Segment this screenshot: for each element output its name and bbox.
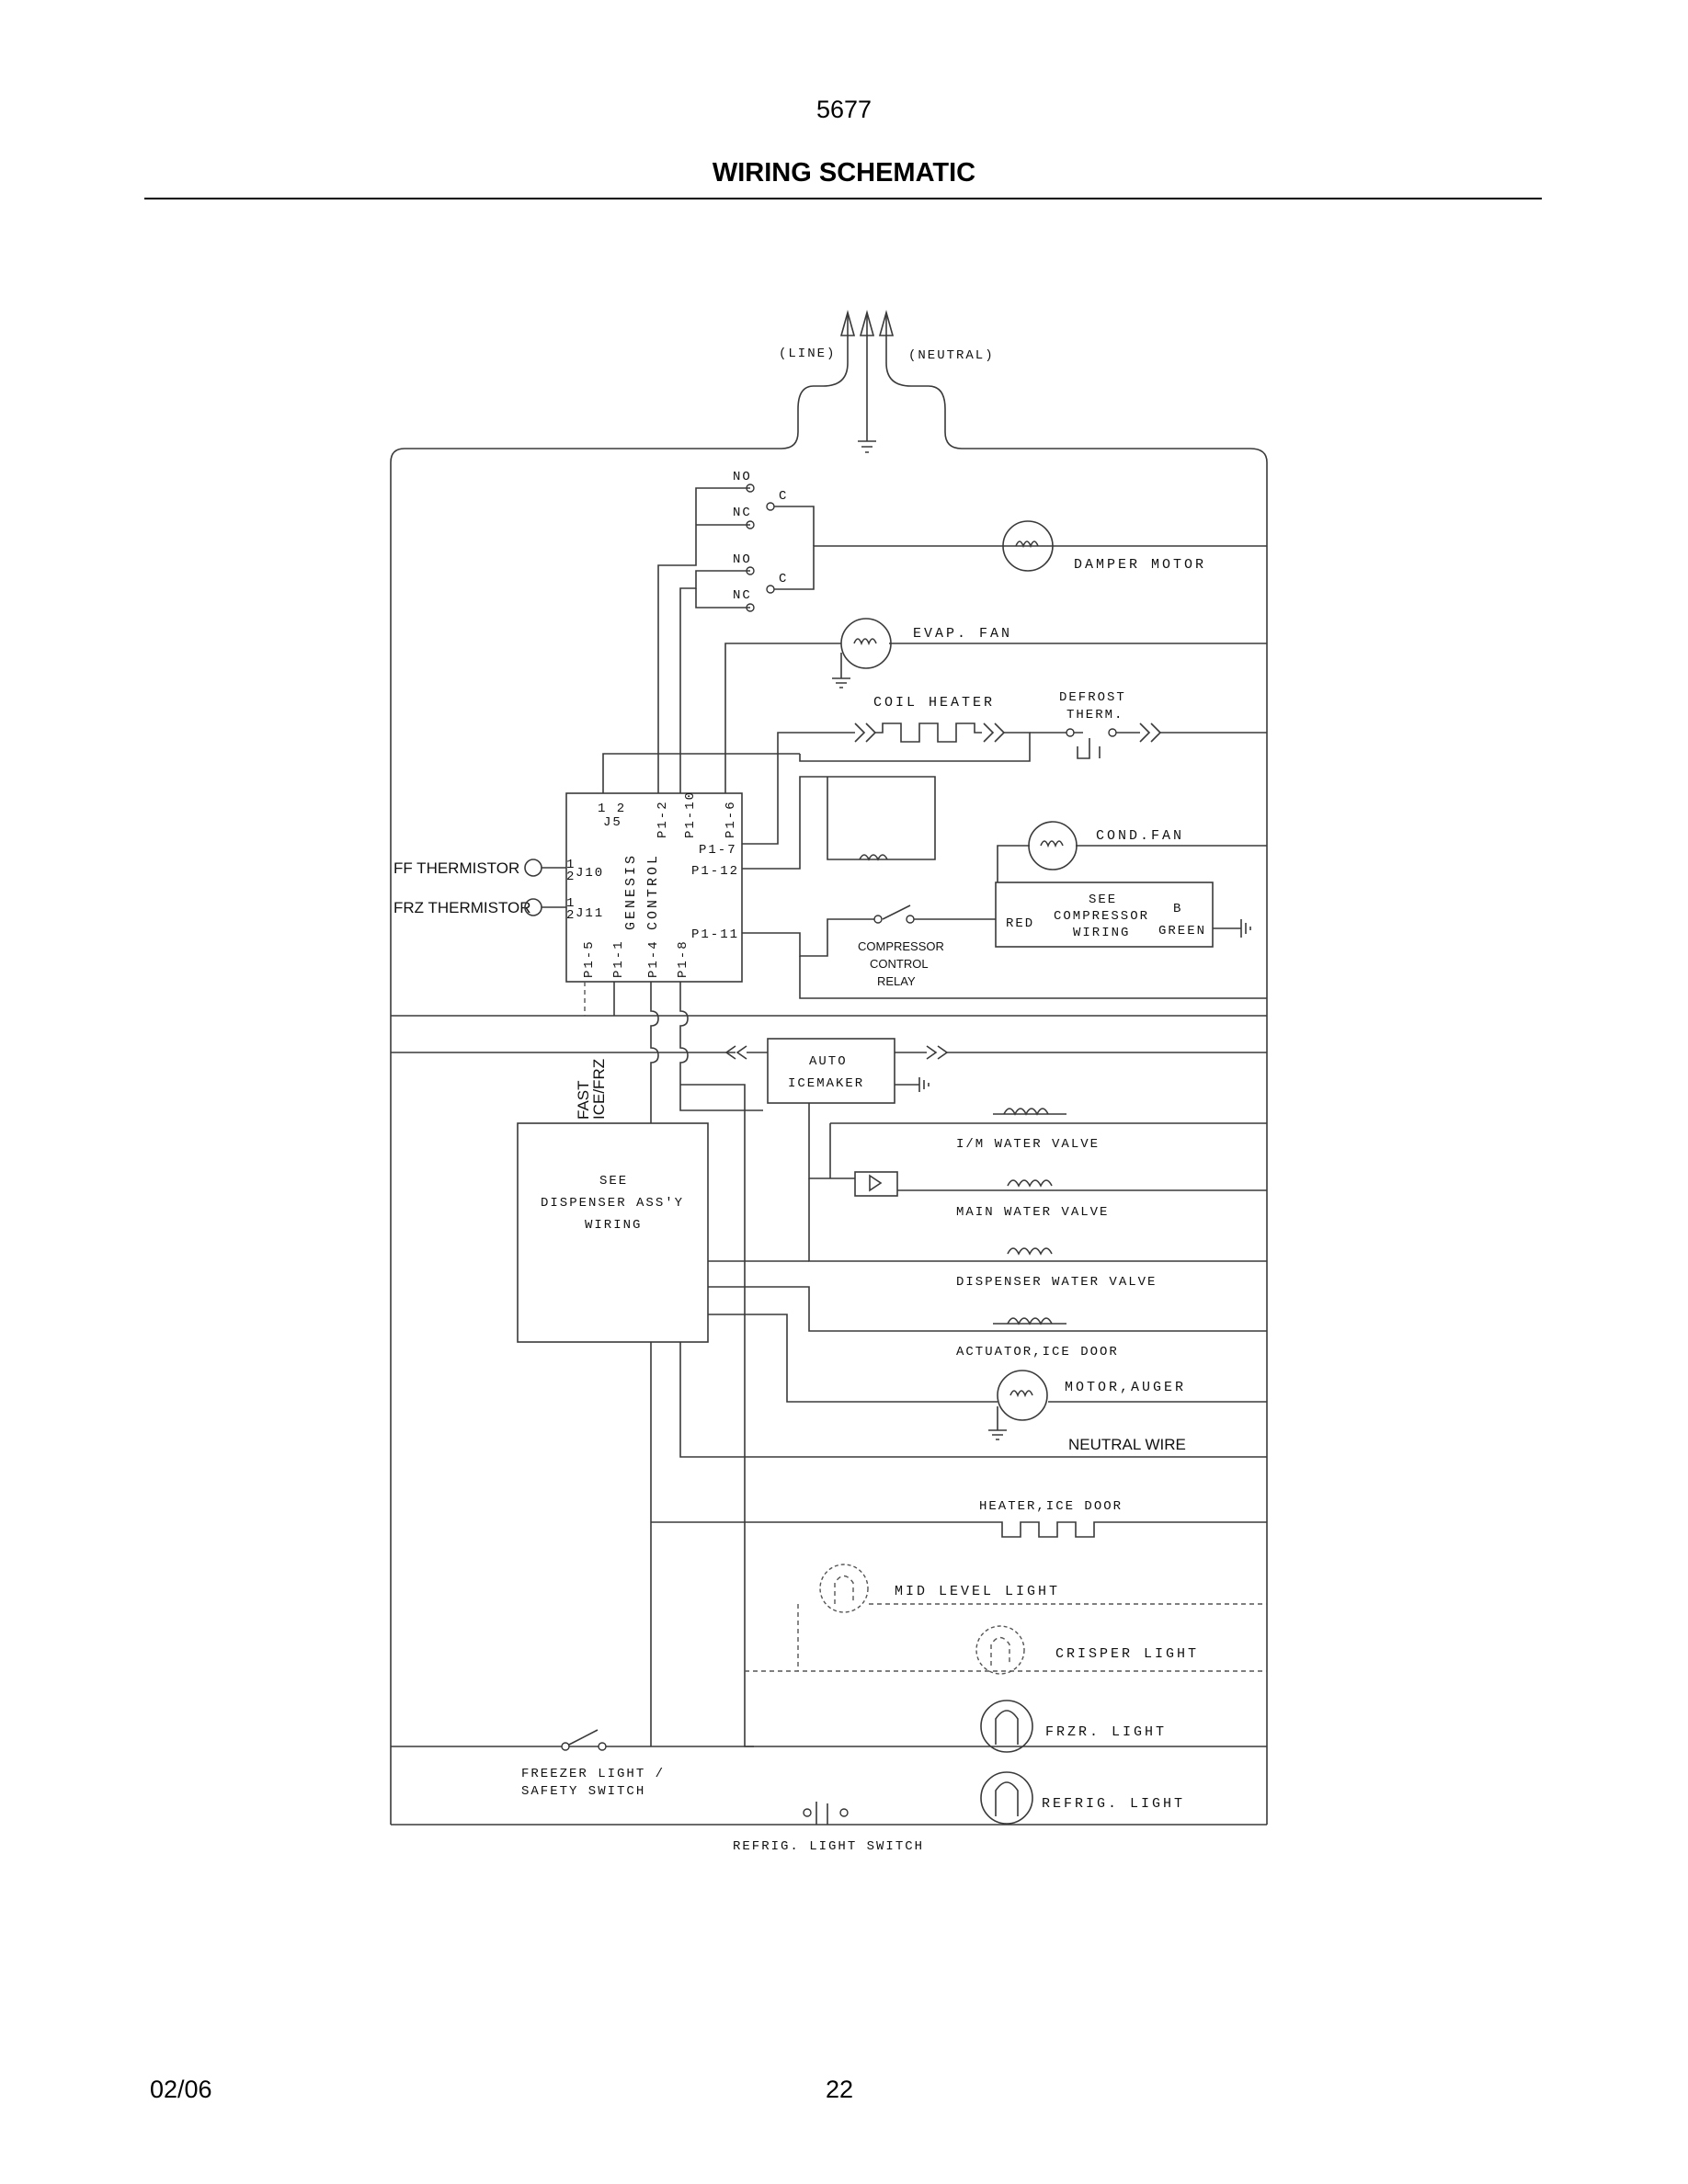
frzr-light: FRZR. LIGHT [391,1700,1267,1753]
nc-label-1: NC [733,506,752,520]
p1-10-label: P1-10 [683,791,698,838]
no-label-1: NO [733,470,752,484]
p1-7-label: P1-7 [699,843,737,858]
model-number: 5677 [815,96,873,123]
p1-1-label: P1-1 [611,939,626,978]
c-label-2: C [779,572,788,586]
relay-label-3: RELAY [877,974,916,988]
compressor-relay: COMPRESSOR CONTROL RELAY [858,939,944,988]
motor-auger: MOTOR,AUGER [708,1314,1267,1440]
page-title: WIRING SCHEMATIC [712,158,976,188]
defrost-therm: DEFROST THERM. [1030,690,1267,759]
dispenser-box: SEE DISPENSER ASS'Y WIRING [517,1122,709,1343]
p1-4-label: P1-4 [646,939,661,978]
refrig-light: REFRIG. LIGHT [391,1771,1267,1826]
defrost-therm-label-1: DEFROST [1059,690,1126,705]
control-name-2: CONTROL [645,853,661,930]
wire-green: GREEN [1158,924,1206,938]
j10-pin-2: 2 [566,870,576,884]
main-water-valve-label: MAIN WATER VALVE [956,1205,1109,1220]
crisper-light-label: CRISPER LIGHT [1055,1646,1199,1662]
heater-ice-door-label: HEATER,ICE DOOR [979,1499,1123,1514]
p1-2-label: P1-2 [656,800,670,838]
freezer-light-switch: FREEZER LIGHT / SAFETY SWITCH [521,1729,665,1799]
refrig-light-switch: REFRIG. LIGHT SWITCH [733,1802,924,1854]
water-valves: I/M WATER VALVE MAIN WATER VALVE DISPENS… [708,1108,1267,1359]
footer-date: 02/06 [150,2076,212,2103]
title-rule [144,198,1542,199]
refrig-light-label: REFRIG. LIGHT [1042,1796,1185,1812]
cond-fan-label: COND.FAN [1096,828,1184,844]
c-label-1: C [779,489,788,504]
p1-8-label: P1-8 [676,939,690,978]
p1-6-label: P1-6 [724,800,738,838]
im-water-valve-label: I/M WATER VALVE [956,1137,1100,1152]
compressor-wiring: WIRING [1073,926,1130,940]
auto-icemaker: AUTO ICEMAKER [767,1038,930,1179]
motor-auger-label: MOTOR,AUGER [1065,1380,1186,1395]
frzr-light-label: FRZR. LIGHT [1045,1724,1167,1740]
fast-label-1: FAST [575,1080,592,1120]
defrost-therm-label-2: THERM. [1066,708,1123,722]
damper-motor: DAMPER MOTOR [1002,520,1206,573]
p1-5-label: P1-5 [582,939,597,978]
compressor-box: SEE COMPRESSOR WIRING RED B GREEN [995,882,1251,948]
p1-11-label: P1-11 [691,927,739,942]
actuator-ice-door-label: ACTUATOR,ICE DOOR [956,1345,1119,1359]
compressor-see: SEE [1089,893,1117,907]
j10-label: J10 [576,866,604,881]
dispenser-wiring: WIRING [585,1218,642,1233]
damper-switches: NO NC C NO NC C [657,470,1267,754]
mid-level-light: MID LEVEL LIGHT [797,1564,1267,1671]
evap-fan: EVAP. FAN [724,618,1267,754]
page-number: 22 [826,2076,854,2103]
wire-b: B [1173,902,1182,916]
ff-thermistor: FF THERMISTOR [393,859,566,877]
crisper-light: CRISPER LIGHT [745,1625,1267,1675]
genesis-control: 1 2 J5 P1-2 P1-10 P1-6 P1-7 P1-12 P1-1 1 … [565,753,800,983]
coil-heater: COIL HEATER [777,695,1031,762]
dispenser-assy: DISPENSER ASS'Y [541,1196,684,1211]
neutral-wire-label: NEUTRAL WIRE [1068,1436,1186,1453]
control-name-1: GENESIS [623,853,639,930]
neutral-label: (NEUTRAL) [908,348,995,363]
dispenser-see: SEE [599,1174,628,1189]
icemaker-label-1: AUTO [809,1054,848,1069]
heater-ice-door: HEATER,ICE DOOR [651,1499,1267,1538]
dispenser-water-valve-label: DISPENSER WATER VALVE [956,1275,1157,1290]
freezer-switch-label-2: SAFETY SWITCH [521,1784,645,1799]
fast-label-2: ICE/FRZ [590,1059,608,1120]
evap-fan-label: EVAP. FAN [913,626,1012,642]
neutral-wire: NEUTRAL WIRE [679,1342,1267,1458]
compressor-name: COMPRESSOR [1054,909,1149,924]
j10-pin-1: 1 [566,858,576,872]
no-label-2: NO [733,552,752,567]
control-outputs: COND.FAN [742,776,1267,999]
frz-thermistor-label: FRZ THERMISTOR [393,899,531,916]
coil-heater-label: COIL HEATER [873,695,995,711]
fast-ice: FAST ICE/FRZ [575,1059,608,1120]
damper-motor-label: DAMPER MOTOR [1074,557,1206,573]
p1-12-label: P1-12 [691,864,739,879]
icemaker-label-2: ICEMAKER [788,1076,864,1091]
frz-thermistor: FRZ THERMISTOR [393,898,566,916]
freezer-switch-label-1: FREEZER LIGHT / [521,1767,665,1781]
refrig-light-switch-label: REFRIG. LIGHT SWITCH [733,1839,924,1854]
j5-pins: 1 2 [598,802,626,816]
power-cord: (LINE) (NEUTRAL) [390,310,1268,1825]
ff-thermistor-label: FF THERMISTOR [393,859,519,877]
relay-label-1: COMPRESSOR [858,939,944,953]
j11-pin-2: 2 [566,908,576,923]
wire-red: RED [1006,916,1034,931]
j11-pin-1: 1 [566,896,576,911]
j11-label: J11 [576,906,604,921]
nc-label-2: NC [733,588,752,603]
mid-level-light-label: MID LEVEL LIGHT [895,1584,1060,1599]
j5-label: J5 [603,815,622,830]
relay-label-2: CONTROL [870,957,929,971]
line-label: (LINE) [779,347,836,361]
